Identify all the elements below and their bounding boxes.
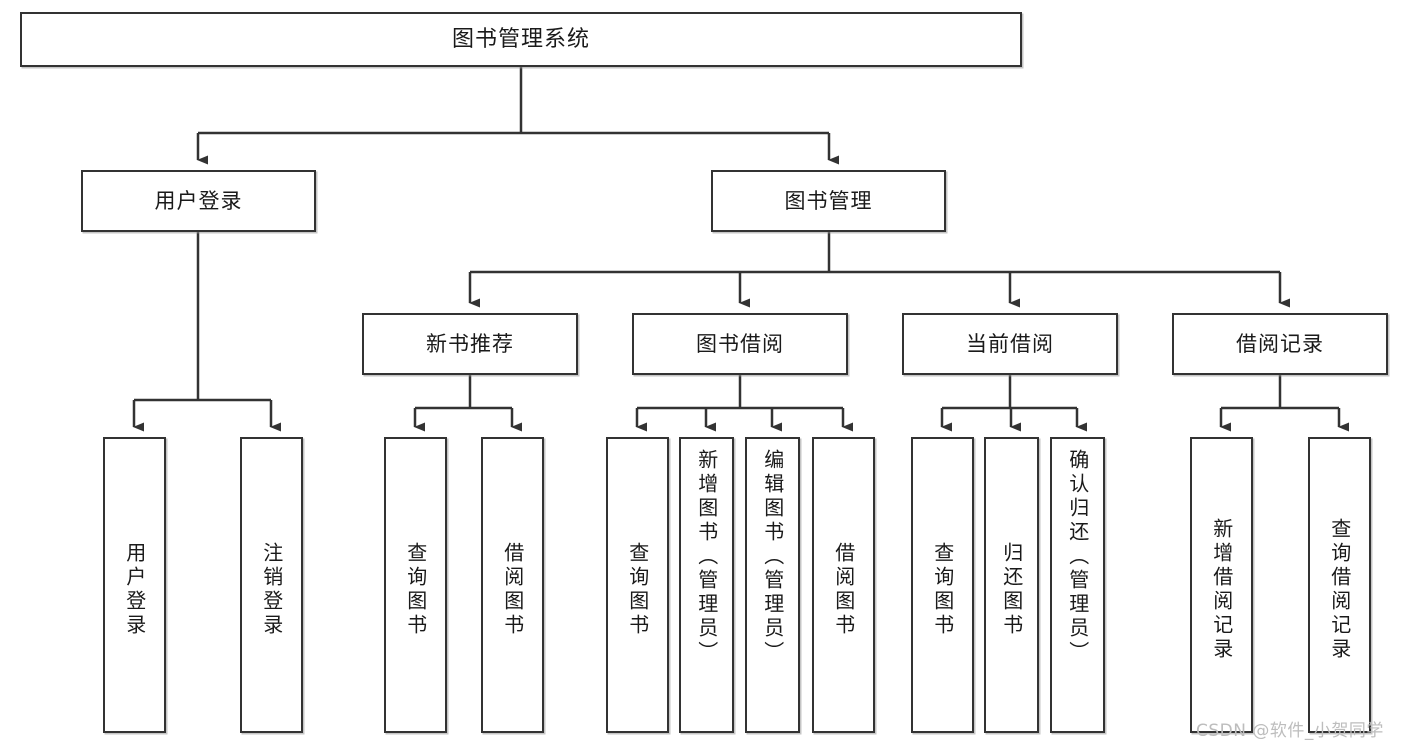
node-label: 归还图书: [999, 542, 1024, 638]
node-label: 新增图书（管理员）: [694, 449, 719, 665]
node-borrow-record[interactable]: 借阅记录: [1172, 313, 1388, 375]
node-book-management[interactable]: 图书管理: [711, 170, 946, 232]
leaf-add-book-admin[interactable]: 新增图书（管理员）: [679, 437, 734, 733]
leaf-add-borrow-record[interactable]: 新增借阅记录: [1190, 437, 1253, 733]
leaf-confirm-return-admin[interactable]: 确认归还（管理员）: [1050, 437, 1105, 733]
csdn-watermark: CSDN @软件_小贺同学: [1196, 721, 1384, 741]
node-label: 查询图书: [625, 542, 650, 638]
node-label: 查询图书: [403, 542, 428, 638]
node-label: 图书管理: [784, 188, 873, 213]
node-user-login[interactable]: 用户登录: [81, 170, 316, 232]
node-current-borrow[interactable]: 当前借阅: [902, 313, 1118, 375]
leaf-return-book[interactable]: 归还图书: [984, 437, 1039, 733]
leaf-edit-book-admin[interactable]: 编辑图书（管理员）: [745, 437, 800, 733]
node-label: 当前借阅: [966, 331, 1054, 356]
node-label: 新书推荐: [426, 331, 514, 356]
node-label: 确认归还（管理员）: [1065, 449, 1090, 665]
node-label: 编辑图书（管理员）: [760, 449, 785, 665]
node-label: 借阅图书: [500, 542, 525, 638]
leaf-query-borrow-record[interactable]: 查询借阅记录: [1308, 437, 1371, 733]
node-label: 用户登录: [154, 188, 243, 213]
node-root[interactable]: 图书管理系统: [20, 12, 1022, 67]
node-label: 新增借阅记录: [1209, 518, 1234, 662]
leaf-user-logout[interactable]: 注销登录: [240, 437, 303, 733]
node-book-borrow[interactable]: 图书借阅: [632, 313, 848, 375]
node-new-book-recommend[interactable]: 新书推荐: [362, 313, 578, 375]
node-label: 借阅图书: [831, 542, 856, 638]
leaf-borrow-book-recommend[interactable]: 借阅图书: [481, 437, 544, 733]
node-label: 图书管理系统: [451, 26, 590, 52]
node-label: 图书借阅: [696, 331, 784, 356]
node-label: 注销登录: [259, 542, 284, 638]
leaf-query-book-current[interactable]: 查询图书: [911, 437, 974, 733]
node-label: 用户登录: [122, 542, 147, 638]
node-label: 查询借阅记录: [1327, 518, 1352, 662]
leaf-query-book-recommend[interactable]: 查询图书: [384, 437, 447, 733]
leaf-borrow-book[interactable]: 借阅图书: [812, 437, 875, 733]
node-label: 查询图书: [930, 542, 955, 638]
node-label: 借阅记录: [1236, 331, 1324, 356]
leaf-user-login[interactable]: 用户登录: [103, 437, 166, 733]
leaf-query-book-borrow[interactable]: 查询图书: [606, 437, 669, 733]
